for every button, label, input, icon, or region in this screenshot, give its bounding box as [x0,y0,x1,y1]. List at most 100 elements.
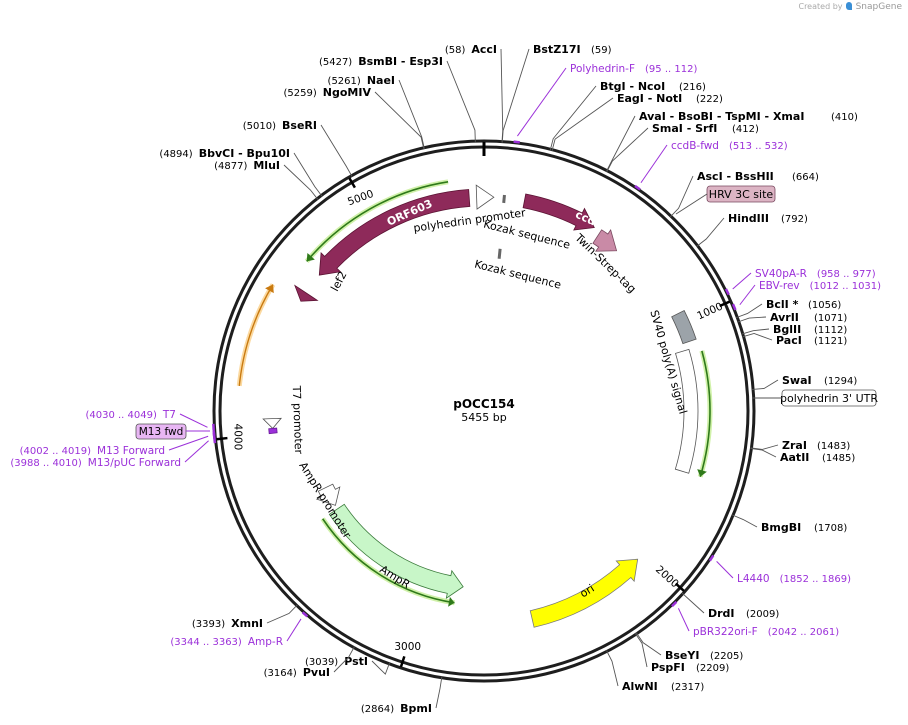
site-leader-bseyi [635,632,662,656]
plasmid-name: pOCC154 [453,397,514,411]
kozak-label-2: Kozak sequence [473,258,563,292]
site-leader-bpmi [435,676,443,709]
primer-mark-amp-r [301,611,309,618]
site-pos-zrai: (1483) [817,441,850,452]
site-avai-bsobi-tspmi-xmai: AvaI - BsoBI - TspMI - XmaI [639,110,804,123]
primer-l4440: L4440 [737,573,770,585]
site-leader-avai-bsobi-tspmi-xmai [605,115,636,172]
site-leader-hindiii [696,217,725,247]
site-leader-mlui [283,164,319,200]
ampr-promoter-label: AmpR promoter [296,460,354,541]
site-ngomiv: NgoMIV [323,86,372,99]
site-leader-asci-bsshii [669,175,694,218]
site-leader-bbvci-bpu10i [293,152,323,197]
ccdb-arrow [522,193,595,231]
site-pos-bseyi: (2205) [710,651,743,662]
orf603-arrow [318,189,471,276]
tick-label-2000: 2000 [653,564,681,591]
primer-mark-polyhedrin-f [513,140,520,144]
site-pos-aatii: (1485) [822,453,855,464]
site-aatii: AatII [780,451,809,464]
orange-arc-line [238,284,274,386]
primer-range-ebv-rev: (1012 .. 1031) [810,281,882,292]
snapgene-brand: SnapGene [855,2,902,12]
primer-range-amp-r: (3344 .. 3363) [170,637,242,648]
site-bglii: BglII [773,323,801,336]
site-pos-paci: (1121) [814,336,847,347]
tick-label-3000: 3000 [394,641,421,653]
t7-promoter-arrow [262,417,283,429]
site-pspfi: PspFI [651,661,685,674]
primer-annotations: Polyhedrin-F(95 .. 112)ccdB-fwd(513 .. 5… [10,63,881,648]
primer-range-ccdb-fwd: (513 .. 532) [729,141,788,152]
site-pos-acci: (58) [445,45,466,56]
site-bcli: BclI * [766,298,799,311]
kozak-bar-1 [502,194,506,204]
site-bmgbi: BmgBI [761,521,801,534]
site-pos-pvui: (3164) [264,668,297,679]
site-bpmi: BpmI [400,702,432,715]
primer-leader-m13-forward [168,435,209,451]
snapgene-logo-icon [846,2,853,10]
site-pos-smai-srfi: (412) [732,124,759,135]
site-pos-avrii: (1071) [814,313,847,324]
utr-green-arc-head [697,469,707,477]
site-zrai: ZraI [782,439,807,452]
site-btgi-ncoi: BtgI - NcoI [600,80,665,93]
primer-range-sv40pa-r: (958 .. 977) [817,269,876,280]
primer-range-l4440: (1852 .. 1869) [780,574,852,585]
site-pos-bmgbi: (1708) [814,523,847,534]
ori-label: ori [578,582,597,601]
site-pos-alwni: (2317) [671,682,704,693]
site-leader-paci [742,332,773,341]
sv40-polya-block [671,310,697,345]
m13-fwd-box: M13 fwd [135,423,187,440]
site-leader-eagi-noti [551,97,614,151]
primer-polyhedrin-f: Polyhedrin-F [570,63,635,75]
site-leader-drdi [681,592,705,614]
site-xmni: XmnI [231,617,263,630]
site-pos-drdi: (2009) [746,609,779,620]
site-paci: PacI [776,334,802,347]
site-leader-xmni [266,604,298,624]
site-leader-bmgbi [731,514,758,528]
site-alwni: AlwNI [622,680,658,693]
tick-5000 [348,177,356,189]
site-eagi-noti: EagI - NotI [617,92,682,105]
primer-leader-ccdb-fwd [640,144,668,184]
tick-4000 [216,436,228,441]
primer-mark-m13-fwd [212,430,216,437]
site-leader-acci [500,48,504,143]
hrv-leader [675,193,708,215]
site-leader-bglii [741,328,770,335]
polyhedrin-utr-block [674,348,699,474]
site-leader-zrai [750,444,779,450]
primer-mark-ebv-rev [731,303,737,311]
primer-leader-polyhedrin-f [517,67,567,137]
tick-label-1000: 1000 [695,301,724,323]
primer-range-pbr322ori-f: (2042 .. 2061) [768,627,840,638]
site-pvui: PvuI [303,666,330,679]
site-leader-alwni [606,650,619,687]
site-pos-avai-bsobi-tspmi-xmai: (410) [831,112,858,123]
primer-m13-puc-forward: M13/pUC Forward [88,457,181,469]
primer-sv40pa-r: SV40pA-R [755,268,807,280]
site-leader-btgi-ncoi [549,85,597,151]
site-swai: SwaI [782,374,812,387]
site-pos-psti: (3039) [305,657,338,668]
orf603-green-arc-line [306,181,449,262]
site-bseyi: BseYI [665,649,699,662]
site-smai-srfi: SmaI - SrfI [652,122,717,135]
site-pos-eagi-noti: (222) [696,94,723,105]
site-mlui: MluI [253,159,280,172]
site-leader-swai [752,379,779,390]
primer-mark-pbr322ori-f [671,600,678,608]
polyhedrin-promoter-arrow [475,184,495,210]
tick-label-4000: 4000 [231,424,243,451]
primer-range-m13-forward: (4002 .. 4019) [20,446,92,457]
site-pos-mlui: (4877) [214,161,247,172]
site-leader-bseri [320,124,353,177]
site-pos-bseri: (5010) [243,121,276,132]
site-leader-naei [398,79,425,149]
twin-strep-arrow [592,228,618,252]
